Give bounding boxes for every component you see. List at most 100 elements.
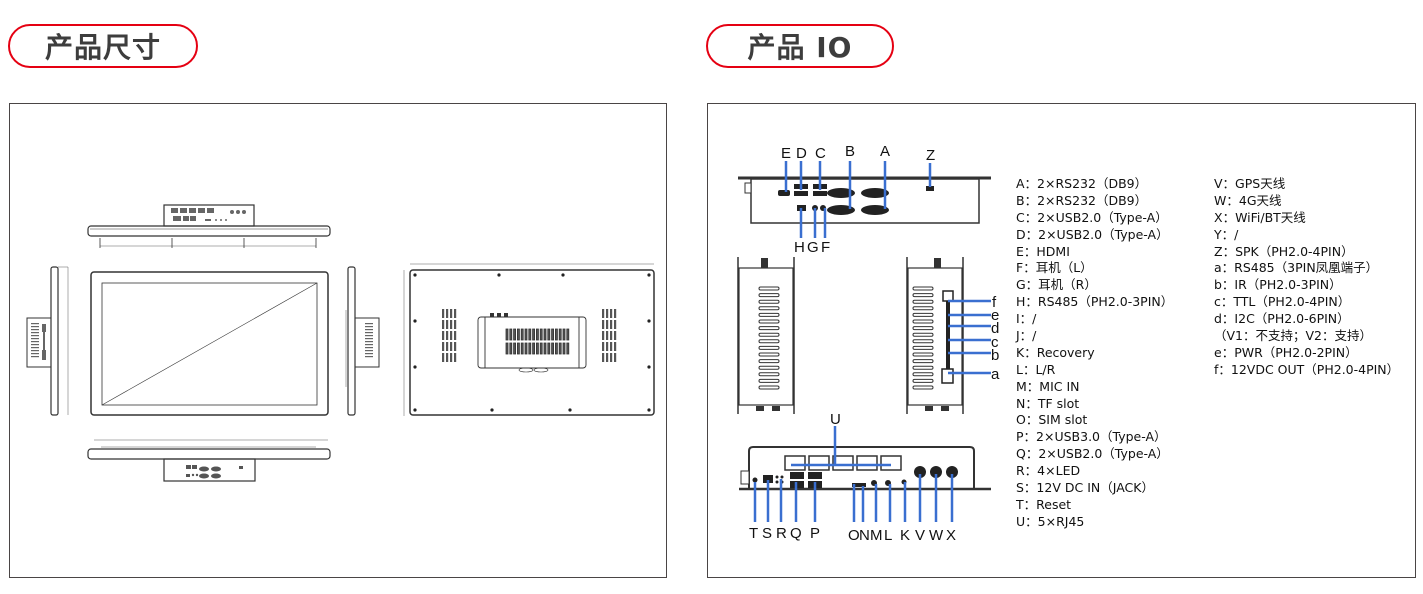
vent-slot [558, 342, 562, 355]
io-legend-item: B：2×RS232（DB9） [1016, 192, 1148, 208]
io-legend-item: L：L/R [1016, 361, 1056, 377]
io-label-R: R [776, 525, 787, 542]
vent-slot [602, 342, 605, 351]
io-legend-item: b：IR（PH2.0-3PIN） [1214, 277, 1342, 293]
vent-slot [539, 342, 543, 355]
io-legend-item: H：RS485（PH2.0-3PIN） [1016, 294, 1174, 310]
vent-slot [758, 293, 780, 298]
vent-slot [555, 328, 558, 341]
vent-slot [442, 342, 445, 351]
io-label-Q: Q [790, 525, 802, 542]
vent-slot [758, 299, 780, 304]
io-label-M: M [870, 527, 883, 544]
vent-slot [442, 309, 445, 318]
vent-slot [610, 331, 613, 340]
io-rear-view: E D C B A Z H G F [738, 143, 991, 256]
io-legend-item: P：2×USB3.0（Type-A） [1016, 429, 1167, 445]
vent-slot [912, 326, 934, 331]
vent-slot [524, 342, 528, 355]
vent-slot [454, 309, 457, 318]
io-legend-item: d：I2C（PH2.0-6PIN） [1214, 311, 1350, 327]
io-legend-item: N：TF slot [1016, 395, 1080, 411]
vent-slot [528, 342, 532, 355]
io-label-c: c [991, 334, 999, 351]
vent-slot [602, 331, 605, 340]
io-legend-item: c：TTL（PH2.0-4PIN） [1214, 294, 1351, 310]
vent-slot [602, 309, 605, 318]
io-label-a: a [991, 366, 1000, 383]
vent-slot [454, 353, 457, 362]
io-label-T: T [749, 525, 758, 542]
vent-slot [450, 331, 453, 340]
vent-slot [912, 372, 934, 377]
vent-slot [606, 342, 609, 351]
vent-slot [524, 328, 528, 341]
io-drawing: E D C B A Z H G F [737, 143, 1000, 544]
vent-slot [555, 342, 558, 355]
vent-slot [516, 342, 520, 355]
vent-slot [912, 359, 934, 364]
io-legend-column-1: A：2×RS232（DB9）B：2×RS232（DB9）C：2×USB2.0（T… [1016, 176, 1173, 531]
vent-slot [516, 328, 520, 341]
vent-slot [509, 342, 513, 355]
vent-slot [758, 352, 780, 357]
vent-slot [758, 378, 780, 383]
vent-slot [912, 352, 934, 357]
vent-slot [758, 339, 780, 344]
io-label-K: K [900, 527, 910, 544]
vent-slot [539, 328, 543, 341]
io-legend-item: I：/ [1016, 311, 1037, 327]
io-label-d: d [991, 320, 999, 337]
vent-slot [528, 328, 532, 341]
io-label-L: L [884, 527, 892, 544]
front-view [90, 271, 329, 416]
io-label-W: W [929, 527, 944, 544]
io-legend-item: Q：2×USB2.0（Type-A） [1016, 446, 1169, 462]
io-legend-item: J：/ [1016, 328, 1037, 344]
vent-slot [547, 342, 551, 355]
vent-slot [610, 320, 613, 329]
vent-slot [758, 365, 780, 370]
io-legend-item: a：RS485（3PIN凤凰端子） [1214, 260, 1379, 276]
back-view [403, 263, 655, 416]
io-label-P: P [810, 525, 820, 542]
vent-slot [758, 385, 780, 390]
vent-slot [446, 331, 449, 340]
vent-slot [513, 342, 517, 355]
dimensions-panel [9, 103, 667, 578]
vent-slot [912, 378, 934, 383]
section-title-dimensions-text: 产品尺寸 [44, 31, 161, 64]
box-vents [505, 328, 570, 355]
io-right-vents [912, 286, 934, 390]
vent-slot [450, 353, 453, 362]
io-label-V: V [915, 527, 925, 544]
io-legend-item: Z：SPK（PH2.0-4PIN） [1214, 243, 1354, 259]
io-legend-item: T：Reset [1016, 496, 1072, 512]
io-label-O: O [848, 527, 860, 544]
io-left-vents [758, 286, 780, 390]
vent-slot [442, 320, 445, 329]
io-front-view: U T S R Q P O N M L K V W X [739, 411, 991, 544]
section-title-dimensions: 产品尺寸 [8, 24, 198, 68]
vent-slot [758, 312, 780, 317]
vent-slot [912, 345, 934, 350]
io-legend-item: G：耳机（R） [1016, 277, 1097, 293]
vent-slot [614, 342, 617, 351]
vent-slot [454, 320, 457, 329]
io-legend-item: V：GPS天线 [1214, 176, 1286, 191]
io-legend-item: X：WiFi/BT天线 [1214, 209, 1306, 225]
section-title-io-text: 产品 IO [747, 31, 853, 64]
vent-slot [509, 328, 513, 341]
vent-slot [566, 342, 570, 355]
vent-slot [532, 328, 535, 341]
vent-slot [912, 319, 934, 324]
io-label-Z: Z [926, 147, 935, 164]
vent-slot [912, 293, 934, 298]
vent-slot [450, 320, 453, 329]
vent-slot [536, 342, 539, 355]
io-legend-item: E：HDMI [1016, 243, 1070, 259]
vent-slot [558, 328, 562, 341]
vent-slot [513, 328, 517, 341]
vent-slot [614, 309, 617, 318]
vent-slot [758, 372, 780, 377]
